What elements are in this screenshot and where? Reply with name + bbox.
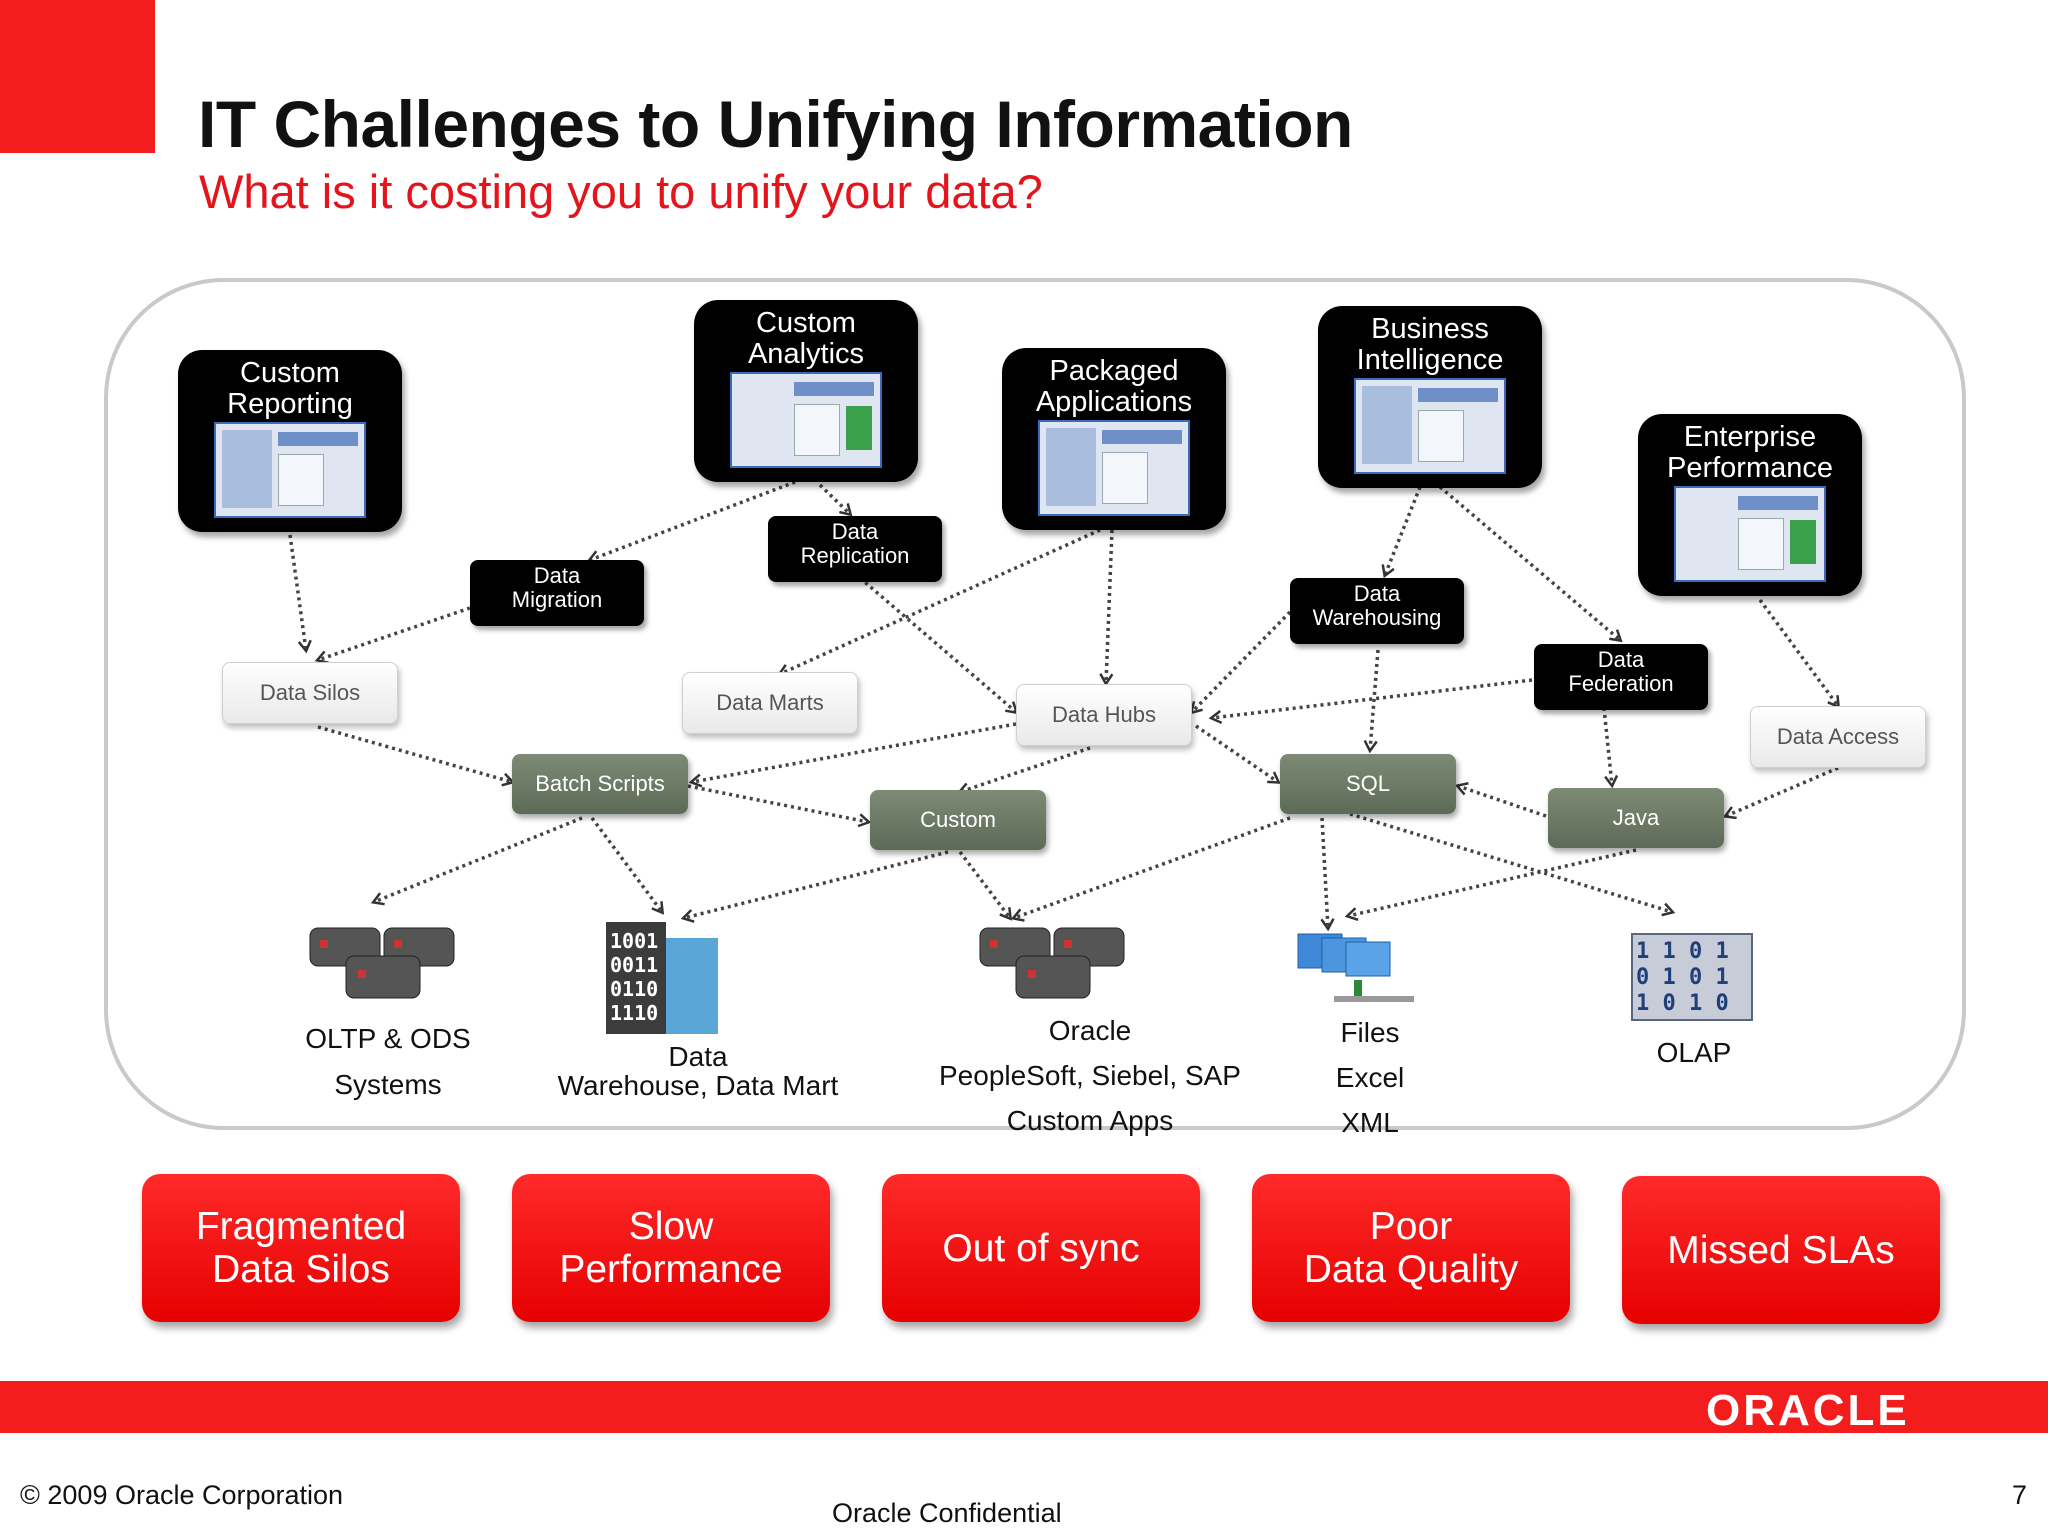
tag-data-warehousing[interactable]: Data Warehousing bbox=[1290, 578, 1464, 644]
arrow-enterprise-access bbox=[1758, 598, 1838, 706]
database-cluster-icon bbox=[979, 927, 1125, 999]
arrow-federation-hubs bbox=[1212, 678, 1533, 718]
app-business-intelligence[interactable]: Business Intelligence bbox=[1318, 306, 1542, 488]
svg-text:1 1 0 1: 1 1 0 1 bbox=[1636, 939, 1729, 964]
arrow-packaged-hubs bbox=[1106, 529, 1114, 683]
arrow-hubs-batch bbox=[692, 722, 1017, 782]
tag-data-federation[interactable]: Data Federation bbox=[1534, 644, 1708, 710]
challenge-poor-data-quality[interactable]: Poor Data Quality bbox=[1252, 1174, 1570, 1322]
arrow-sql-files bbox=[1320, 817, 1328, 928]
box-data-marts[interactable]: Data Marts bbox=[682, 672, 858, 734]
arrow-warehousing-hubs bbox=[1192, 610, 1292, 712]
files-stack-icon bbox=[1297, 933, 1414, 1002]
app-custom-analytics[interactable]: Custom Analytics bbox=[694, 300, 918, 482]
arrow-java-files bbox=[1348, 848, 1637, 916]
arrow-reporting-silos bbox=[288, 534, 306, 650]
svg-text:1001: 1001 bbox=[610, 929, 658, 953]
screenshot-thumbnail bbox=[1038, 420, 1190, 516]
corner-accent bbox=[0, 0, 155, 153]
box-data-access[interactable]: Data Access bbox=[1750, 706, 1926, 768]
challenge-slow-performance[interactable]: Slow Performance bbox=[512, 1174, 830, 1322]
arrow-analytics-replication bbox=[818, 483, 850, 514]
screenshot-thumbnail bbox=[1354, 378, 1506, 474]
svg-text:0011: 0011 bbox=[610, 953, 658, 977]
method-java[interactable]: Java bbox=[1548, 788, 1724, 848]
olap-cube-icon: 1 1 0 10 1 0 11 0 1 0 bbox=[1631, 933, 1753, 1021]
arrow-hubs-sql bbox=[1195, 724, 1278, 782]
app-packaged-applications[interactable]: Packaged Applications bbox=[1002, 348, 1226, 530]
arrow-bi-federation bbox=[1438, 485, 1620, 640]
confidential-text: Oracle Confidential bbox=[832, 1498, 1062, 1528]
arrow-warehousing-sql bbox=[1370, 649, 1380, 750]
arrow-packaged-marts bbox=[780, 528, 1101, 674]
arrow-sql-olap bbox=[1349, 812, 1672, 912]
tag-data-migration[interactable]: Data Migration bbox=[470, 560, 644, 626]
app-label: Packaged Applications bbox=[1035, 355, 1193, 418]
challenge-fragmented-data-silos[interactable]: Fragmented Data Silos bbox=[142, 1174, 460, 1322]
method-custom[interactable]: Custom bbox=[870, 790, 1046, 850]
database-cluster-icon bbox=[309, 927, 455, 999]
arrow-batch-warehouse bbox=[590, 816, 662, 912]
method-batch-scripts[interactable]: Batch Scripts bbox=[512, 754, 688, 814]
copyright-text: © 2009 Oracle Corporation bbox=[20, 1480, 344, 1510]
app-label: Custom Reporting bbox=[227, 357, 353, 420]
arrow-sql-oracle bbox=[1014, 816, 1291, 918]
source-label-oltp: OLTP & ODS Systems bbox=[305, 1023, 471, 1100]
screenshot-thumbnail bbox=[1674, 486, 1826, 582]
arrow-bi-warehousing bbox=[1385, 486, 1422, 575]
screenshot-thumbnail bbox=[214, 422, 366, 518]
arrow-access-java bbox=[1726, 766, 1839, 816]
app-label: Enterprise Performance bbox=[1666, 421, 1833, 484]
svg-text:1110: 1110 bbox=[610, 1001, 658, 1025]
screenshot-thumbnail bbox=[730, 372, 882, 468]
box-data-silos[interactable]: Data Silos bbox=[222, 662, 398, 724]
app-label: Business Intelligence bbox=[1356, 313, 1504, 376]
method-sql[interactable]: SQL bbox=[1280, 754, 1456, 814]
arrow-hubs-custom bbox=[960, 746, 1091, 792]
arrow-custom-oracle bbox=[958, 850, 1010, 918]
arrow-federation-java bbox=[1602, 707, 1612, 785]
footer-bar bbox=[0, 1381, 2048, 1433]
page-number: 7 bbox=[2012, 1480, 2028, 1510]
svg-text:0 1 0 1: 0 1 0 1 bbox=[1636, 965, 1729, 990]
arrow-batch-oltp bbox=[374, 816, 583, 902]
box-data-hubs[interactable]: Data Hubs bbox=[1016, 684, 1192, 746]
app-custom-reporting[interactable]: Custom Reporting bbox=[178, 350, 402, 532]
app-label: Custom Analytics bbox=[747, 307, 865, 370]
arrow-replication-hubs bbox=[858, 576, 1016, 712]
arrow-batch-custom bbox=[687, 784, 868, 822]
arrow-migration-silos bbox=[318, 606, 471, 660]
source-label-warehouse: Data Warehouse, Data Mart bbox=[557, 1041, 839, 1101]
slide-subtitle: What is it costing you to unify your dat… bbox=[199, 165, 1043, 218]
arrow-analytics-migration bbox=[590, 480, 796, 560]
oracle-logo: ORACLE bbox=[1706, 1386, 1910, 1435]
source-label-files: Files Excel XML bbox=[1335, 1017, 1405, 1138]
arrow-custom-warehouse bbox=[684, 850, 949, 918]
tag-data-replication[interactable]: Data Replication bbox=[768, 516, 942, 582]
arrow-java-sql bbox=[1458, 786, 1547, 818]
svg-text:1 0 1 0: 1 0 1 0 bbox=[1636, 991, 1729, 1016]
source-label-olap: OLAP bbox=[1656, 1037, 1732, 1068]
source-label-oracle-apps: Oracle PeopleSoft, Siebel, SAP Custom Ap… bbox=[939, 1015, 1241, 1136]
challenge-missed-slas[interactable]: Missed SLAs bbox=[1622, 1176, 1940, 1324]
app-enterprise-performance[interactable]: Enterprise Performance bbox=[1638, 414, 1862, 596]
arrow-silos-batch bbox=[317, 725, 512, 782]
challenge-out-of-sync[interactable]: Out of sync bbox=[882, 1174, 1200, 1322]
slide-title: IT Challenges to Unifying Information bbox=[198, 87, 1353, 161]
svg-text:0110: 0110 bbox=[610, 977, 658, 1001]
